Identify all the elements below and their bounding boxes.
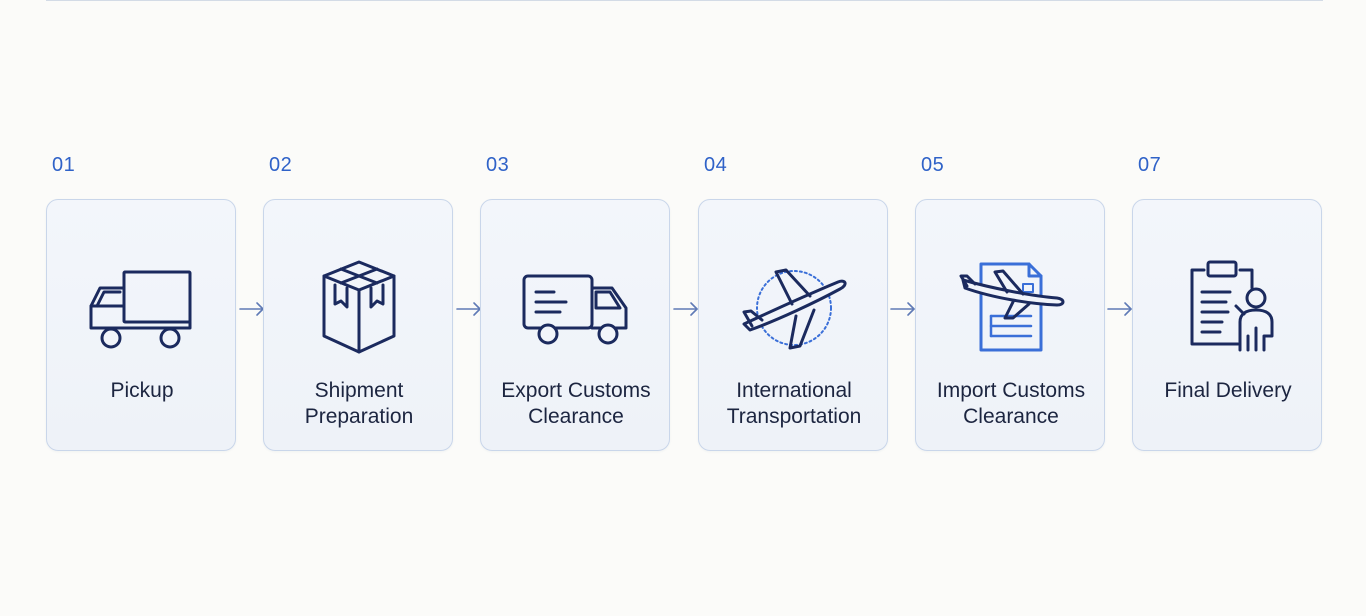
step-number: 02 <box>269 154 293 176</box>
step-card: Final Delivery <box>1132 199 1322 451</box>
step-label-line: Clearance <box>528 405 624 428</box>
step-number: 07 <box>1138 154 1162 176</box>
process-flow: 01 Pickup 02 <box>46 150 1324 454</box>
step-label: International Transportation <box>699 378 889 430</box>
step-label-line: Pickup <box>110 379 174 402</box>
step-label: Final Delivery <box>1133 378 1323 404</box>
step-number: 05 <box>921 154 945 176</box>
step-label-line: Import Customs <box>936 379 1086 402</box>
document-airplane-icon <box>951 258 1071 358</box>
step-card: Pickup <box>46 199 236 451</box>
top-divider <box>46 0 1323 1</box>
clipboard-person-icon <box>1168 258 1288 358</box>
arrow-right-icon <box>238 299 266 319</box>
step-label-line: Preparation <box>304 405 414 428</box>
step-2: 02 Shipment Preparation <box>263 150 455 454</box>
step-label-line: Export Customs <box>501 379 651 402</box>
step-card: Export Customs Clearance <box>480 199 670 451</box>
truck-icon <box>82 258 202 358</box>
step-card: Import Customs Clearance <box>915 199 1105 451</box>
step-number: 04 <box>704 154 728 176</box>
arrow-right-icon <box>455 299 483 319</box>
step-label-line: Shipment <box>314 379 404 402</box>
step-label: Pickup <box>47 378 237 404</box>
step-number: 01 <box>52 154 76 176</box>
step-card: Shipment Preparation <box>263 199 453 451</box>
step-label-line: Clearance <box>963 405 1059 428</box>
step-label-line: International <box>736 379 852 402</box>
arrow-right-icon <box>672 299 700 319</box>
arrow-right-icon <box>889 299 917 319</box>
step-label-line: Final Delivery <box>1164 379 1292 402</box>
step-1: 01 Pickup <box>46 150 238 454</box>
step-label: Shipment Preparation <box>264 378 454 430</box>
step-5: 05 Import Customs C <box>915 150 1107 454</box>
step-label-line: Transportation <box>726 405 862 428</box>
step-4: 04 International Transportation <box>698 150 890 454</box>
step-6: 07 Fi <box>1132 150 1324 454</box>
step-3: 03 Export Customs Clearance <box>480 150 672 454</box>
step-label: Export Customs Clearance <box>481 378 671 430</box>
step-card: International Transportation <box>698 199 888 451</box>
step-number: 03 <box>486 154 510 176</box>
step-label: Import Customs Clearance <box>916 378 1106 430</box>
arrow-right-icon <box>1106 299 1134 319</box>
package-box-icon <box>299 258 419 358</box>
delivery-van-icon <box>516 258 636 358</box>
airplane-icon <box>734 258 854 358</box>
